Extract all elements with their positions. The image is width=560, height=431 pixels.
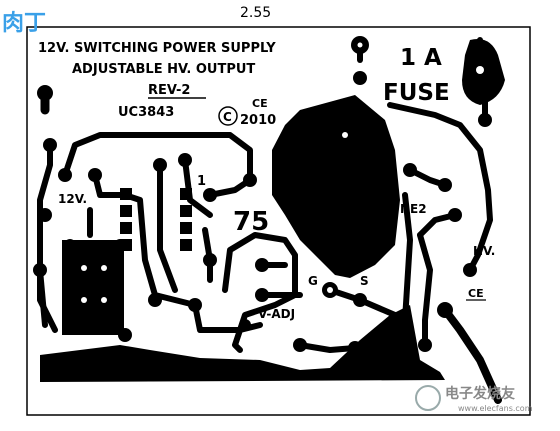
watermark-top-left: 肉丁 (2, 11, 46, 36)
drill-hole (357, 42, 363, 48)
pad (38, 208, 52, 222)
pad (437, 302, 453, 318)
pad (243, 173, 257, 187)
pad (64, 239, 76, 251)
drill-hole (81, 265, 87, 271)
pad (180, 222, 192, 234)
source-label: S (360, 274, 369, 288)
pad (348, 341, 362, 355)
ground-pour (40, 305, 445, 382)
drill-hole (101, 297, 107, 303)
ce-mark-bottom: CE (468, 287, 484, 300)
pad (255, 288, 269, 302)
pad (58, 168, 72, 182)
pad (203, 253, 217, 267)
drill-hole (222, 385, 228, 391)
pad (153, 158, 167, 172)
copper-pads (33, 36, 492, 355)
title-line-2: ADJUSTABLE HV. OUTPUT (72, 62, 255, 77)
input-voltage-label: 12V. (58, 192, 87, 206)
drill-hole (101, 265, 107, 271)
pad (438, 178, 452, 192)
revision-label: REV-2 (148, 83, 190, 98)
fuse-pad-pour (462, 39, 505, 105)
trace (62, 132, 253, 198)
trace (122, 192, 263, 333)
watermark-bottom-right-title: 电子发烧友 (445, 385, 515, 402)
drain-label: D (352, 97, 362, 111)
pad (478, 113, 492, 127)
pad (353, 293, 367, 307)
pad (120, 188, 132, 200)
connector-block (62, 240, 124, 335)
pad (255, 258, 269, 272)
pad (180, 205, 192, 217)
vadj-label: V-ADJ (258, 307, 295, 321)
watermark-bottom-right: 电子发烧友 www.elecfans.com (415, 385, 533, 413)
pad (120, 205, 132, 217)
fuse-rating-label: 1 A (400, 45, 442, 71)
pad (418, 338, 432, 352)
pad (118, 328, 132, 342)
copper-traces (37, 37, 505, 404)
trace (441, 306, 502, 404)
drill-hole (207, 385, 213, 391)
pad (239, 319, 251, 331)
trace (402, 192, 413, 373)
big-number-label: 75 (233, 207, 269, 237)
fuse-label: FUSE (383, 80, 450, 106)
trace (417, 232, 433, 348)
pin-one-label: 1 (197, 174, 206, 189)
pad (188, 298, 202, 312)
trace (297, 342, 358, 353)
pad (33, 263, 47, 277)
pad (353, 71, 367, 85)
drill-holes (81, 42, 484, 391)
watermark-logo-icon (415, 385, 441, 411)
drill-hole (81, 297, 87, 303)
trace (37, 267, 48, 328)
title-line-1: 12V. SWITCHING POWER SUPPLY (38, 41, 276, 56)
drill-hole (342, 132, 348, 138)
pad (180, 239, 192, 251)
width-dimension-label: 2.55 (240, 5, 271, 21)
pad (120, 239, 132, 251)
pad (148, 293, 162, 307)
year-label: 2010 (240, 113, 276, 128)
copyright-mark: C (223, 110, 232, 124)
pad (203, 188, 217, 202)
drill-hole (327, 287, 333, 293)
hv-label: HV. (473, 244, 495, 258)
pad (180, 188, 192, 200)
pad (37, 85, 53, 101)
drill-hole (237, 385, 243, 391)
pad (178, 153, 192, 167)
pad (88, 168, 102, 182)
gate-label: G (308, 274, 318, 288)
copyright-circle (218, 106, 238, 126)
drain-pour (272, 95, 400, 278)
trace (387, 102, 493, 273)
pad (120, 222, 132, 234)
drill-hole (476, 66, 484, 74)
watermark-bottom-right-url: www.elecfans.com (458, 404, 533, 413)
ce-mark-top: CE (252, 97, 268, 110)
pad (463, 263, 477, 277)
trace (157, 162, 178, 293)
chip-label: UC3843 (118, 105, 174, 120)
neon-label: NE2 (400, 202, 427, 216)
pad (403, 163, 417, 177)
pad (293, 338, 307, 352)
trace (222, 232, 298, 353)
pad (43, 138, 57, 152)
pad (448, 208, 462, 222)
